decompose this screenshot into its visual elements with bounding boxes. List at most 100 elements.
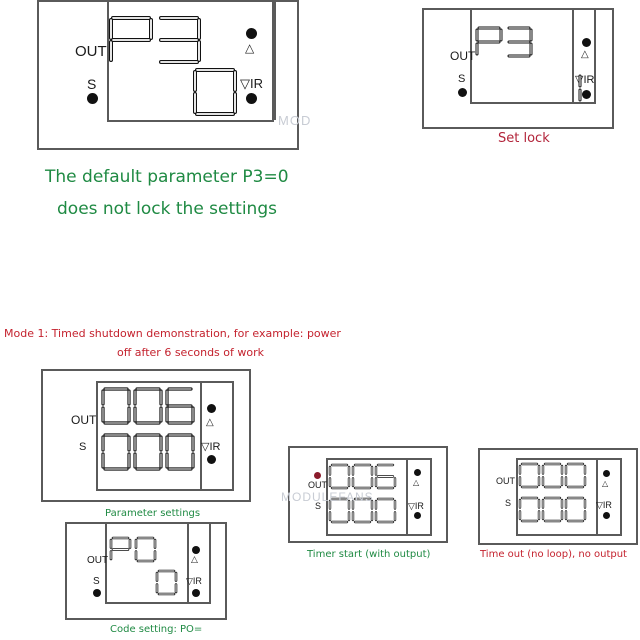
up-dot-icon [207,404,216,413]
ir-label: ▽IR [186,576,202,586]
status-dot-icon [458,88,467,97]
down-dot-icon [246,93,257,104]
bottom-segment-display [101,433,195,471]
bottom-segment-display [328,497,397,524]
status-dot-icon [87,93,98,104]
top-segment-display [328,463,397,490]
caption-code-setting: Code setting: PO= [110,624,203,635]
segment-digit-0 [155,569,178,596]
caption-set-lock: Set lock [498,131,550,146]
top-segment-display [475,26,533,58]
bottom-segment-display [193,68,237,116]
segment-digit-0 [541,462,564,489]
top-segment-display [109,16,201,64]
segment-digit-6 [374,463,397,490]
segment-digit-6 [165,387,195,425]
segment-digit-p [475,26,503,56]
ir-label: ▽IR [240,76,263,91]
mode1-heading-line1: Mode 1: Timed shutdown demonstration, fo… [4,327,341,340]
display-panel-p3-lock: OUT S △ ▽IR [422,8,614,129]
s-label: S [505,498,512,508]
out-label: OUT [308,480,327,490]
up-dot-icon [192,546,200,554]
segment-digit-3 [159,16,201,64]
up-arrow-icon: △ [206,417,214,428]
s-label: S [87,76,97,92]
up-arrow-icon: △ [602,479,609,488]
segment-digit-0 [541,496,564,523]
panel-divider [596,460,598,534]
up-arrow-icon: △ [245,41,255,55]
segment-digit-0 [133,387,163,425]
up-arrow-icon: △ [581,49,589,60]
out-label: OUT [450,49,476,63]
caption-parameter-settings: Parameter settings [105,508,201,519]
up-dot-icon [582,38,591,47]
watermark-modulefans: MODULEFANS [281,490,374,504]
bottom-segment-display [578,74,582,102]
segment-digit-0 [328,463,351,490]
caption-default-line2: does not lock the settings [57,199,277,219]
down-dot-icon [192,589,200,597]
segment-digit-0 [564,496,587,523]
caption-default-line1: The default parameter P3=0 [45,167,289,187]
segment-digit-0 [518,462,541,489]
segment-digit-0 [165,433,195,471]
top-segment-display [518,462,587,489]
segment-digit-0 [518,496,541,523]
segment-digit-0 [328,497,351,524]
down-dot-icon [414,512,421,519]
segment-digit-0 [351,497,374,524]
segment-digit-0 [101,433,131,471]
panel-divider [187,524,189,602]
panel-screen [470,8,596,104]
segment-digit-0 [134,536,157,563]
mode1-heading-line2: off after 6 seconds of work [117,346,264,359]
segment-digit-0 [351,463,374,490]
top-segment-display [109,536,157,563]
down-dot-icon [207,455,216,464]
output-indicator-icon [314,472,321,479]
ir-label: ▽IR [575,74,595,86]
panel-divider [406,460,408,534]
bottom-segment-display [155,569,178,596]
ir-label: ▽IR [596,500,612,510]
display-panel-p3-default: OUT S △ ▽IR [37,0,299,150]
s-label: S [315,501,322,511]
display-panel-time-out: OUT S △ ▽IR [478,448,638,545]
caption-timer-start: Timer start (with output) [307,549,431,560]
up-arrow-icon: △ [191,555,198,565]
down-dot-icon [582,90,591,99]
segment-digit-0 [133,433,163,471]
status-dot-icon [93,589,101,597]
segment-digit-0 [193,68,237,116]
segment-digit-p [109,16,153,62]
up-dot-icon [246,28,257,39]
out-label: OUT [71,413,97,427]
segment-digit-0 [374,497,397,524]
bottom-segment-display [518,496,587,523]
display-panel-timer-start: OUT S △ ▽IR [288,446,448,543]
s-label: S [458,73,466,85]
segment-digit-p [109,536,132,561]
ir-label: ▽IR [408,501,424,511]
out-label: OUT [75,43,107,60]
ir-label: ▽IR [201,441,221,453]
s-label: S [79,441,87,453]
out-label: OUT [496,476,515,486]
s-label: S [93,576,100,587]
segment-digit-0 [564,462,587,489]
top-segment-display [101,387,195,425]
segment-digit-0 [101,387,131,425]
up-dot-icon [603,470,610,477]
display-panel-parameter-settings: OUT S △ ▽IR [41,369,251,502]
out-label: OUT [87,555,109,566]
caption-time-out: Time out (no loop), no output [480,549,627,560]
panel-divider [274,2,276,120]
panel-divider [572,10,574,102]
up-arrow-icon: △ [413,478,420,487]
display-panel-code-setting: OUT S △ ▽IR [65,522,227,620]
panel-divider [200,383,202,489]
watermark-mod: MOD [278,113,312,128]
down-dot-icon [603,512,610,519]
